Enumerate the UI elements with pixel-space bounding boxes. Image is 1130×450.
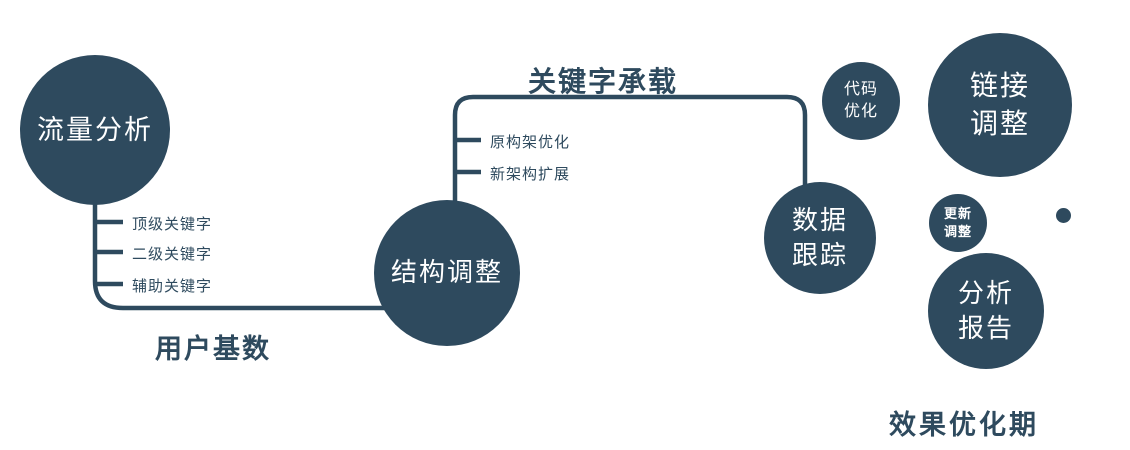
node-data-tracking-line1: 数据: [791, 204, 848, 235]
node-structure-adjust: 结构调整: [374, 200, 520, 346]
branch-label-top-keywords: 顶级关键字: [132, 216, 213, 233]
node-update-adjustment: 更新 调整: [929, 194, 987, 252]
branch-label-arch-optimize: 原构架优化: [490, 134, 571, 151]
node-data-tracking-line2: 跟踪: [791, 240, 848, 270]
node-code-optimization-line2: 优化: [843, 103, 878, 120]
node-link-adjustment-line1: 链接: [969, 70, 1030, 102]
node-traffic-analysis: 流量分析: [20, 55, 170, 205]
node-data-tracking: 数据 跟踪: [764, 182, 876, 294]
node-code-optimization: 代码 优化: [822, 62, 900, 140]
node-link-adjustment-line2: 调整: [969, 108, 1030, 139]
node-update-adjustment-line2: 调整: [943, 224, 972, 239]
edge-keyword-carrying-path: [452, 94, 808, 212]
node-analysis-report-line2: 报告: [957, 313, 1014, 343]
caption-effect-optimization: 效果优化期: [889, 410, 1039, 440]
edge-label-keyword-carrying: 关键字承载: [528, 66, 679, 97]
node-analysis-report: 分析 报告: [928, 253, 1044, 369]
node-code-optimization-line1: 代码: [843, 81, 878, 99]
node-traffic-analysis-label: 流量分析: [37, 114, 153, 145]
small-dot: [1056, 208, 1071, 223]
branch-label-aux-keywords: 辅助关键字: [132, 278, 213, 295]
branch-label-second-keywords: 二级关键字: [132, 246, 213, 263]
edge-label-user-base: 用户基数: [155, 334, 271, 364]
node-analysis-report-line1: 分析: [957, 277, 1014, 308]
branch-label-arch-expand: 新架构扩展: [490, 166, 571, 183]
node-update-adjustment-line1: 更新: [943, 206, 972, 222]
node-link-adjustment: 链接 调整: [928, 33, 1072, 177]
edge-user-base-path: [92, 190, 402, 311]
node-structure-adjust-label: 结构调整: [390, 257, 503, 288]
